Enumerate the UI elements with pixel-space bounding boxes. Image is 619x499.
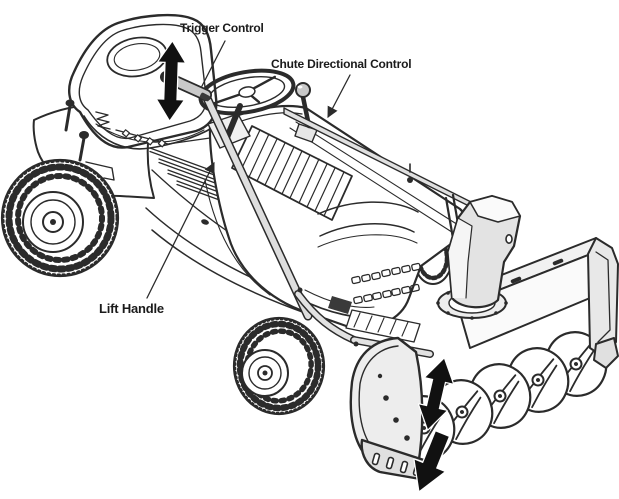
hood <box>208 104 468 329</box>
lower-down-arrow-icon <box>413 430 450 492</box>
trigger-leader-line <box>201 40 226 87</box>
seat-up-down-arrow-icon <box>156 40 186 122</box>
leader-lines <box>146 40 351 299</box>
grille <box>351 262 421 305</box>
label-chute-directional-control: Chute Directional Control <box>271 57 412 71</box>
lift-leader-line <box>146 162 215 299</box>
side-plate <box>349 336 432 482</box>
seat <box>68 13 218 150</box>
chute-leader-line <box>327 74 351 118</box>
frame-hitch <box>294 287 434 358</box>
front-wheel <box>232 316 326 416</box>
snow-thrower <box>349 193 619 482</box>
label-trigger-control: Trigger Control <box>180 21 264 35</box>
motion-arrows <box>156 40 455 492</box>
rear-wheel <box>0 158 120 278</box>
auger-up-down-arrow-icon <box>417 357 455 431</box>
discharge-chute <box>436 194 522 320</box>
trigger-control[interactable] <box>199 92 211 102</box>
label-lift-handle: Lift Handle <box>99 301 164 316</box>
